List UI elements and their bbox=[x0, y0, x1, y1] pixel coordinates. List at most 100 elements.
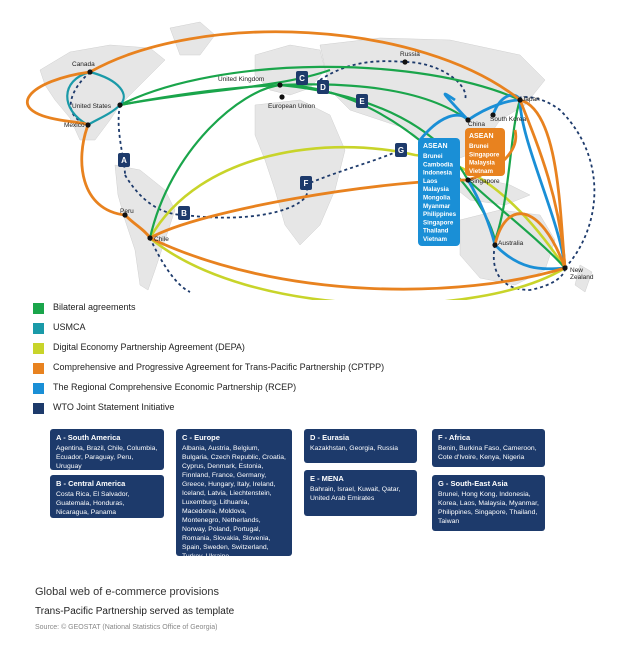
city-node-china bbox=[465, 117, 471, 123]
asean-rcep-box: ASEAN BruneiCambodiaIndonesiaLaosMalaysi… bbox=[418, 138, 460, 246]
box-e-mena: E - MENA Bahrain, Israel, Kuwait, Qatar,… bbox=[304, 470, 417, 516]
city-label-russia: Russia bbox=[400, 51, 420, 58]
caption-title: Global web of e-commerce provisions bbox=[35, 586, 220, 598]
city-label-china: China bbox=[468, 121, 485, 128]
city-label-us: United States bbox=[72, 103, 112, 110]
region-marker-c bbox=[296, 71, 308, 85]
box-d-eurasia: D - Eurasia Kazakhstan, Georgia, Russia bbox=[304, 429, 417, 463]
box-e-body: Bahrain, Israel, Kuwait, Qatar, United A… bbox=[310, 486, 401, 502]
city-label-nz: New bbox=[570, 267, 583, 274]
asean-member: Singapore bbox=[423, 219, 454, 226]
legend-swatch bbox=[33, 403, 44, 414]
box-c-europe: C - Europe Albania, Austria, Belgium, Bu… bbox=[176, 429, 292, 560]
box-a-title: A - South America bbox=[56, 433, 121, 442]
north-america-land bbox=[39, 44, 166, 141]
caption-subtitle: Trans-Pacific Partnership served as temp… bbox=[35, 606, 235, 617]
asean-member: Brunei bbox=[423, 153, 443, 160]
city-label-skorea: South Korea bbox=[490, 116, 527, 123]
region-marker-b bbox=[178, 206, 190, 220]
asean-member: Laos bbox=[423, 178, 438, 185]
legend-swatch bbox=[33, 303, 44, 314]
box-c-body: Albania, Austria, Belgium, Bulgaria, Cze… bbox=[182, 445, 286, 560]
svg-text:ASEAN: ASEAN bbox=[423, 143, 448, 150]
asean-member: Vietnam bbox=[469, 168, 493, 175]
box-e-title: E - MENA bbox=[310, 474, 344, 483]
region-marker-label: F bbox=[304, 179, 309, 188]
legend-swatch bbox=[33, 343, 44, 354]
region-marker-a bbox=[118, 153, 130, 167]
box-a-body: Agentina, Brazil, Chile, Columbia, Ecuad… bbox=[56, 445, 158, 470]
box-b-title: B - Central America bbox=[56, 479, 126, 488]
south-america-land bbox=[114, 164, 176, 291]
box-c-title: C - Europe bbox=[182, 433, 220, 442]
box-g-title: G - South-East Asia bbox=[438, 479, 508, 488]
box-b-body: Costa Rica, El Salvador, Guatemala, Hond… bbox=[56, 491, 130, 516]
legend-swatch bbox=[33, 383, 44, 394]
box-d-title: D - Eurasia bbox=[310, 433, 350, 442]
box-b-central-america: B - Central America Costa Rica, El Salva… bbox=[50, 475, 164, 518]
region-marker-g bbox=[395, 143, 407, 157]
city-node-australia bbox=[492, 242, 498, 248]
asean-member: Mongolia bbox=[423, 195, 451, 202]
city-label-peru: Peru bbox=[120, 208, 134, 215]
city-node-peru bbox=[122, 212, 128, 218]
asean-member: Myanmar bbox=[423, 203, 451, 210]
region-marker-label: G bbox=[398, 146, 404, 155]
city-node-canada bbox=[87, 69, 93, 75]
world-map: ASEAN BruneiCambodiaIndonesiaLaosMalaysi… bbox=[25, 21, 596, 300]
new-zealand-land bbox=[574, 264, 593, 293]
asean-member: Brunei bbox=[469, 143, 489, 150]
city-node-mexico bbox=[85, 122, 91, 128]
asean-member: Malaysia bbox=[423, 186, 449, 193]
region-marker-f bbox=[300, 176, 312, 190]
asean-member: Singapore bbox=[469, 151, 500, 158]
region-marker-e bbox=[356, 94, 368, 108]
city-node-nz bbox=[562, 265, 568, 271]
legend-swatch bbox=[33, 363, 44, 374]
legend-label: Comprehensive and Progressive Agreement … bbox=[53, 362, 385, 372]
depa-routes bbox=[148, 145, 567, 300]
city-node-skorea bbox=[490, 112, 496, 118]
box-f-title: F - Africa bbox=[438, 433, 471, 442]
legend-label: USMCA bbox=[53, 322, 86, 332]
region-marker-label: A bbox=[121, 156, 127, 165]
legend-label: Digital Economy Partnership Agreement (D… bbox=[53, 342, 245, 352]
box-f-body: Benin, Burkina Faso, Cameroon, Cote d'Iv… bbox=[438, 445, 537, 461]
asean-member: Thailand bbox=[423, 228, 449, 235]
city-node-singapore bbox=[465, 177, 471, 183]
legend-label: Bilateral agreements bbox=[53, 302, 136, 312]
city-label-mexico: Mexico bbox=[64, 122, 85, 129]
legend-label: WTO Joint Statement Initiative bbox=[53, 402, 175, 412]
city-node-us bbox=[117, 102, 123, 108]
city-label-chile: Chile bbox=[154, 236, 169, 243]
cptpp-routes bbox=[25, 30, 567, 291]
city-node-chile bbox=[147, 235, 153, 241]
city-label-uk: United Kingdom bbox=[218, 76, 264, 83]
region-marker-label: B bbox=[181, 209, 187, 218]
box-g-body: Brunei, Hong Kong, Indonesia, Korea, Lao… bbox=[438, 491, 539, 525]
region-marker-label: E bbox=[359, 97, 365, 106]
box-g-south-east-asia: G - South-East Asia Brunei, Hong Kong, I… bbox=[432, 475, 545, 531]
city-label-eu: European Union bbox=[268, 103, 315, 110]
asean-member: Cambodia bbox=[423, 161, 453, 168]
asean-member: Vietnam bbox=[423, 236, 447, 243]
city-label-australia: Australia bbox=[498, 240, 524, 247]
caption-source: Source: © GEOSTAT (National Statistics O… bbox=[35, 624, 218, 631]
region-marker-label: C bbox=[299, 74, 305, 83]
legend-swatch bbox=[33, 323, 44, 334]
svg-text:ASEAN: ASEAN bbox=[469, 133, 494, 140]
city-node-russia bbox=[402, 59, 408, 65]
city-label-canada: Canada bbox=[72, 61, 95, 68]
asean-member: Philippines bbox=[423, 211, 457, 218]
city-node-japan bbox=[517, 97, 523, 103]
region-marker-d bbox=[317, 80, 329, 94]
city-node-eu bbox=[279, 94, 285, 100]
city-node-uk bbox=[277, 82, 283, 88]
city-label-nz: Zealand bbox=[570, 274, 594, 281]
city-label-japan: Japan bbox=[522, 96, 540, 103]
asean-member: Malaysia bbox=[469, 160, 495, 167]
box-f-africa: F - Africa Benin, Burkina Faso, Cameroon… bbox=[432, 429, 545, 467]
